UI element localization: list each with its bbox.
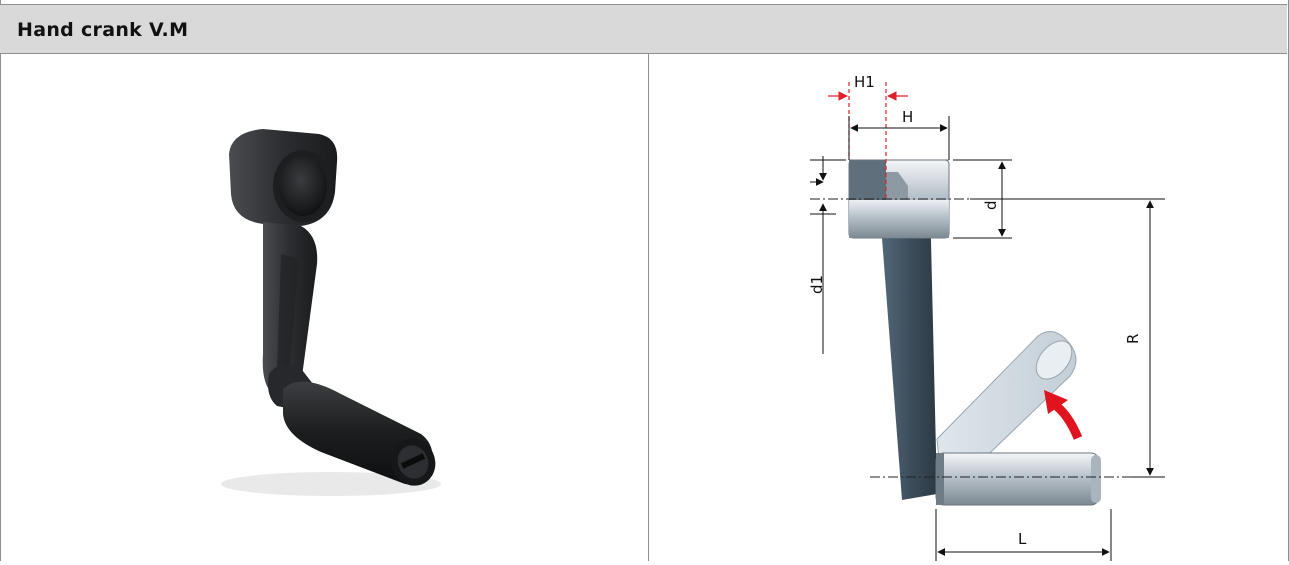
label-h1: H1 [854, 73, 875, 91]
column-divider [648, 54, 649, 561]
label-d1: d1 [808, 275, 826, 294]
rotation-arrow-icon [1044, 390, 1083, 440]
dimension-r [970, 198, 1165, 478]
product-photo-cell [1, 54, 647, 561]
crank-arm [879, 199, 937, 500]
table-header: Hand crank V.M [0, 4, 1287, 54]
dimension-d [953, 159, 1012, 239]
label-d: d [982, 200, 1000, 210]
table-title: Hand crank V.M [17, 19, 189, 41]
technical-drawing-cell: H1 H d d1 [650, 54, 1287, 561]
crank-handle [935, 452, 1101, 506]
dimension-h [848, 116, 950, 160]
label-h: H [902, 108, 913, 126]
crank-hub [848, 159, 950, 239]
dimension-l [935, 509, 1112, 561]
hand-crank-photo [221, 129, 441, 496]
dimension-drawing: H1 H d d1 [808, 73, 1165, 561]
dimension-d1 [810, 156, 846, 354]
label-r: R [1124, 334, 1142, 344]
label-l: L [1018, 530, 1027, 548]
